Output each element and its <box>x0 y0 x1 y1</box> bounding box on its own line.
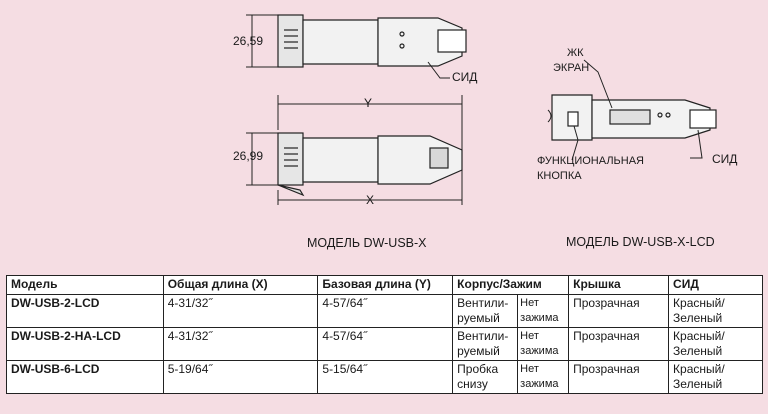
func-label-line2: КНОПКА <box>537 170 582 182</box>
clip-line1: Нет <box>520 363 539 375</box>
clip-line2: зажима <box>520 345 559 357</box>
model-caption-left: МОДЕЛЬ DW-USB-X <box>307 236 427 250</box>
cell-total-length: 4-31/32˝ <box>162 294 319 328</box>
function-button-label: ФУНКЦИОНАЛЬНАЯ КНОПКА <box>537 154 644 184</box>
cell-base-length: 4-57/64˝ <box>317 294 454 328</box>
led-line2: Зеленый <box>673 377 723 391</box>
cell-model: DW-USB-6-LCD <box>6 360 164 394</box>
header-cap: Крышка <box>568 275 670 295</box>
cell-body: Вентили-руемый <box>452 327 519 361</box>
cell-cap: Прозрачная <box>568 294 670 328</box>
header-total-length: Общая длина (X) <box>162 275 319 295</box>
cell-clip: Нет зажима <box>517 360 570 394</box>
device-top-view <box>277 14 467 68</box>
dim-label-top-height: 26,59 <box>233 34 264 48</box>
led-line1: Красный/ <box>673 296 725 310</box>
led-line1: Красный/ <box>673 362 725 376</box>
dim-label-y: Y <box>364 96 373 110</box>
model-caption-right: МОДЕЛЬ DW-USB-X-LCD <box>566 235 715 249</box>
leader-lines-right <box>547 59 703 161</box>
clip-line2: зажима <box>520 312 559 324</box>
dimension-lines-bottom <box>246 95 463 205</box>
cell-base-length: 4-57/64˝ <box>317 327 454 361</box>
cell-total-length: 5-19/64˝ <box>162 360 319 394</box>
cell-model: DW-USB-2-LCD <box>6 294 164 328</box>
clip-line1: Нет <box>520 297 539 309</box>
header-led: СИД <box>668 275 763 295</box>
led-line2: Зеленый <box>673 311 723 325</box>
func-label-line1: ФУНКЦИОНАЛЬНАЯ <box>537 155 644 167</box>
body-line2: руемый <box>457 344 500 358</box>
clip-line2: зажима <box>520 378 559 390</box>
cell-led: Красный/Зеленый <box>668 294 763 328</box>
cell-led: Красный/Зеленый <box>668 327 763 361</box>
header-base-length: Базовая длина (Y) <box>317 275 454 295</box>
led-label-top: СИД <box>452 70 478 84</box>
header-model: Модель <box>6 275 164 295</box>
spec-table: Модель Общая длина (X) Базовая длина (Y)… <box>6 275 763 394</box>
clip-line1: Нет <box>520 330 539 342</box>
device-lcd-view <box>551 94 717 141</box>
cell-led: Красный/Зеленый <box>668 360 763 394</box>
body-line1: Пробка <box>457 362 499 376</box>
body-line2: руемый <box>457 311 500 325</box>
body-line1: Вентили- <box>457 329 509 343</box>
cell-total-length: 4-31/32˝ <box>162 327 319 361</box>
table-row: DW-USB-2-HA-LCD 4-31/32˝ 4-57/64˝ Вентил… <box>6 327 763 361</box>
led-line1: Красный/ <box>673 329 725 343</box>
device-side-view <box>277 132 463 197</box>
lcd-label-line1: ЖК <box>567 47 584 59</box>
table-header-row: Модель Общая длина (X) Базовая длина (Y)… <box>6 275 763 295</box>
cell-clip: Нет зажима <box>517 294 570 328</box>
led-line2: Зеленый <box>673 344 723 358</box>
cell-cap: Прозрачная <box>568 360 670 394</box>
dimension-top-height <box>246 14 450 79</box>
cell-body: Вентили-руемый <box>452 294 519 328</box>
header-body-clip: Корпус/Зажим <box>452 275 570 295</box>
body-line2: снизу <box>457 377 488 391</box>
dim-label-x: X <box>366 193 375 207</box>
dim-label-bottom-height: 26,99 <box>233 149 264 163</box>
table-row: DW-USB-2-LCD 4-31/32˝ 4-57/64˝ Вентили-р… <box>6 294 763 328</box>
led-label-right: СИД <box>712 152 738 166</box>
cell-base-length: 5-15/64˝ <box>317 360 454 394</box>
body-line1: Вентили- <box>457 296 509 310</box>
technical-drawing <box>246 14 717 205</box>
lcd-screen-label: ЖК <box>567 46 584 60</box>
cell-cap: Прозрачная <box>568 327 670 361</box>
cell-model: DW-USB-2-HA-LCD <box>6 327 164 361</box>
cell-clip: Нет зажима <box>517 327 570 361</box>
lcd-label-line2: ЭКРАН <box>553 62 590 74</box>
